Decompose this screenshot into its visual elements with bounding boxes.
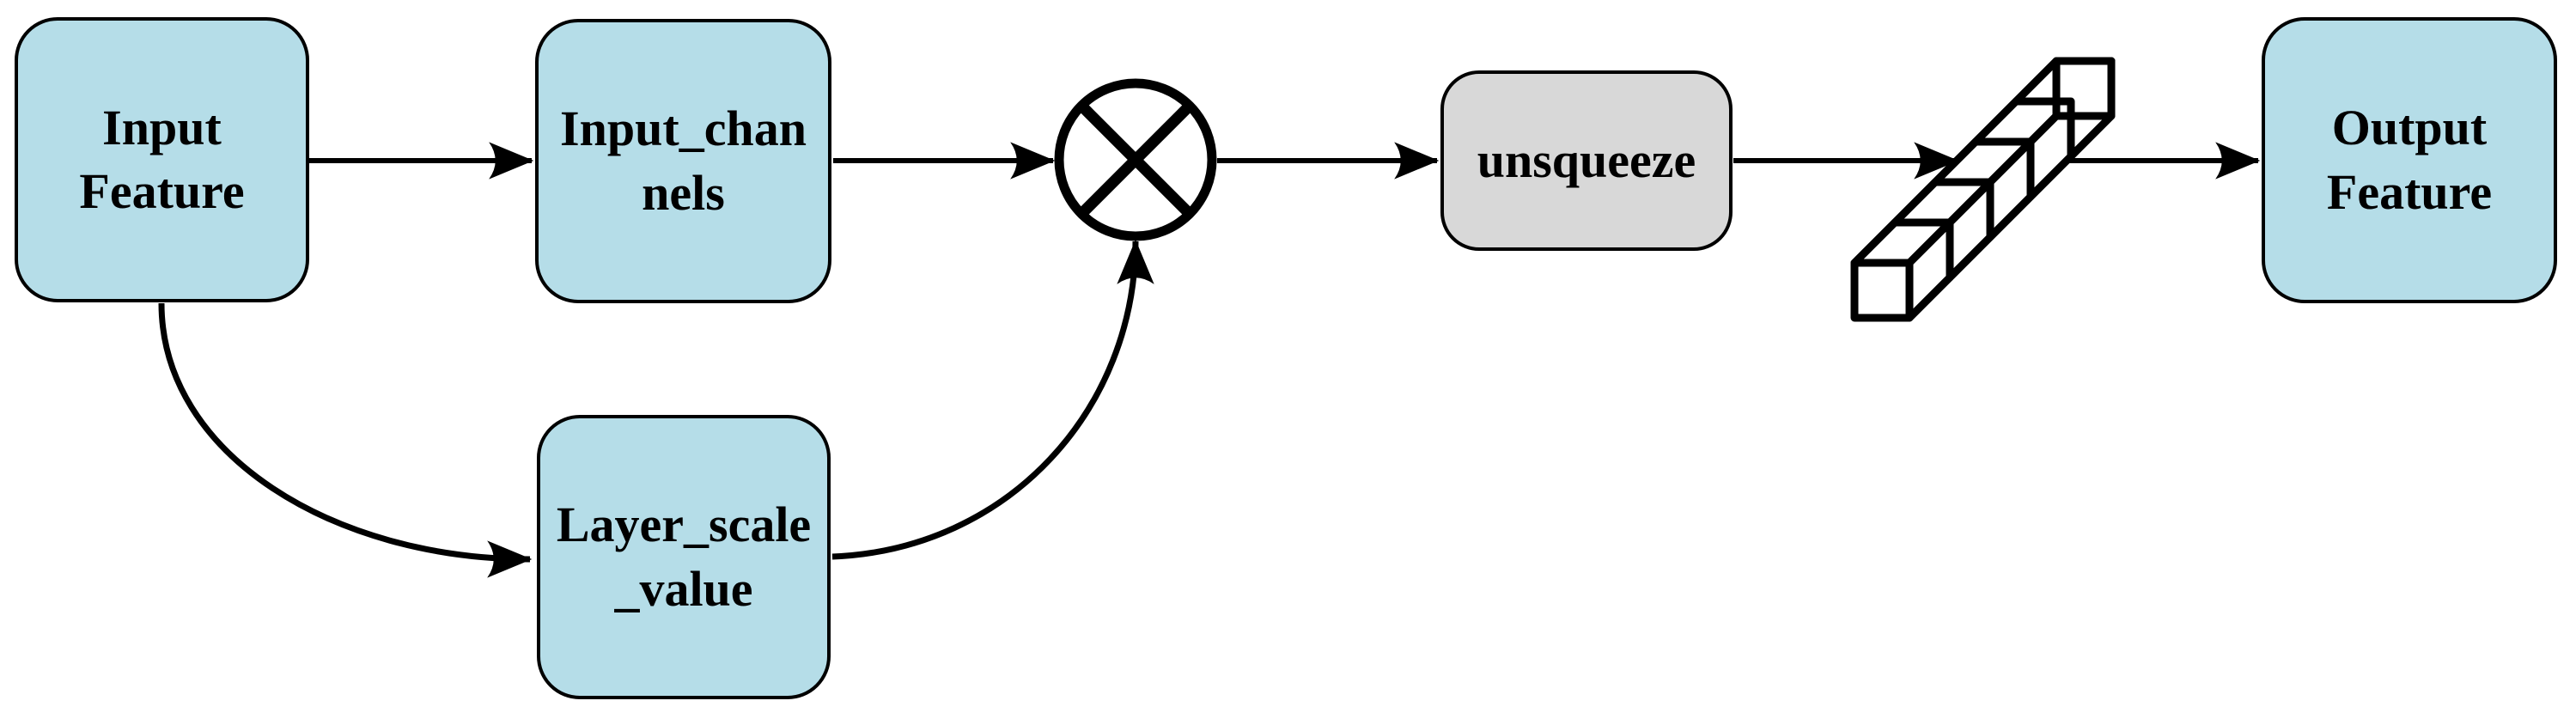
multiply-x-stroke bbox=[1077, 101, 1194, 218]
node-input-channels: Input_chan nels bbox=[535, 19, 831, 303]
node-label-line: Feature bbox=[79, 163, 245, 219]
node-label-line: unsqueeze bbox=[1477, 131, 1696, 188]
node-label-line: _value bbox=[614, 560, 753, 617]
node-output-feature: Output Feature bbox=[2262, 17, 2557, 303]
node-unsqueeze: unsqueeze bbox=[1440, 70, 1733, 251]
node-label-line: Output bbox=[2331, 100, 2488, 156]
arrow-input-feature-to-layer-scale bbox=[158, 302, 533, 578]
cube-divider bbox=[1931, 178, 1994, 241]
cube-front-face bbox=[1850, 259, 1914, 322]
cube-divider bbox=[2012, 97, 2075, 161]
node-label-line: Input_chan bbox=[560, 101, 807, 157]
node-layer-scale-value: Layer_scale _value bbox=[537, 415, 831, 699]
node-label-line: nels bbox=[642, 164, 725, 221]
node-label-line: Input bbox=[102, 99, 222, 155]
node-label-line: Feature bbox=[2326, 163, 2493, 220]
arrow-layer-scale-to-multiply bbox=[831, 239, 1154, 560]
cube-divider bbox=[1891, 218, 1954, 282]
node-input-feature: Input Feature bbox=[15, 17, 309, 302]
tensor-cubes-icon bbox=[1850, 57, 2116, 322]
cube-divider bbox=[1971, 137, 2035, 201]
node-label-line: Layer_scale bbox=[556, 497, 812, 553]
circle-multiply-icon bbox=[1054, 78, 1217, 241]
cube-end-face bbox=[2052, 57, 2116, 120]
